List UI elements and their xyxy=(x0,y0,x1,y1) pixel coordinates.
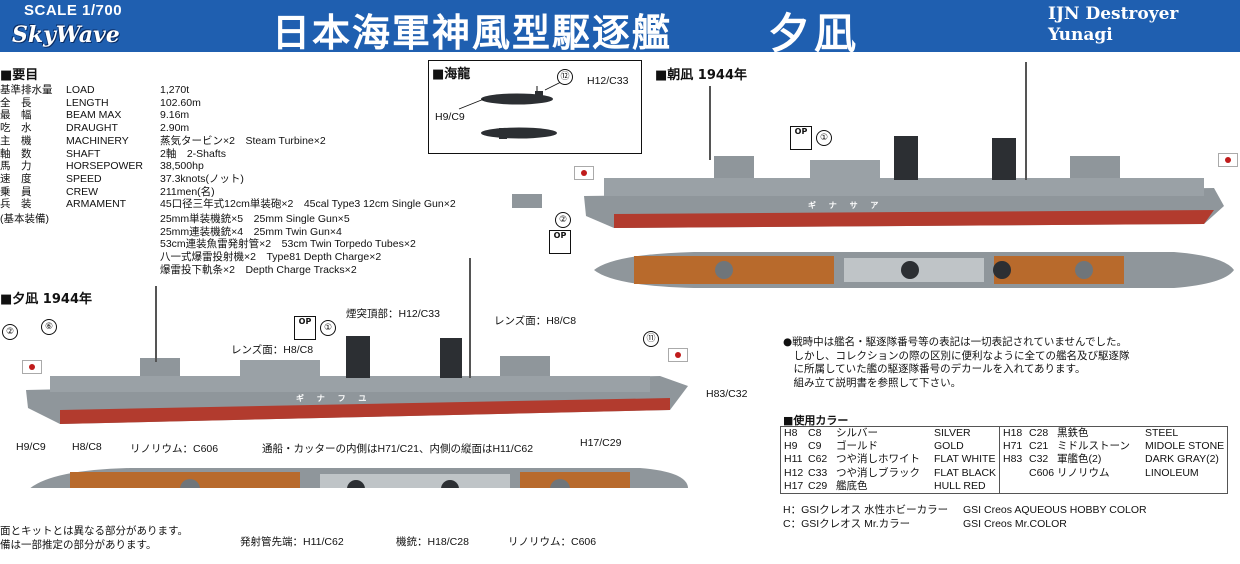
footer-line: 面とキットとは異なる部分があります。 xyxy=(0,525,188,537)
label-lens-left: レンズ面：H8/C8 xyxy=(231,344,314,356)
asanagi-part xyxy=(512,194,542,208)
note-line: ●戦時中は艦名・駆逐隊番号等の表記は一切表記されていませんでした。 xyxy=(783,336,1128,348)
label-h9: H9/C9 xyxy=(16,441,46,453)
brand-logo: SkyWave xyxy=(12,22,120,48)
asanagi-marker-2: ② xyxy=(555,212,571,228)
armament-line: 53cm連装魚雷発射管×2 53cm Twin Torpedo Tubes×2 xyxy=(160,238,416,251)
note-line: に所属していた艦の駆逐隊番号のデカールを入れてあります。 xyxy=(783,363,1086,375)
asanagi-funnel-1 xyxy=(894,136,918,180)
label-boat: 通船・カッターの内側はH71/C21、内側の縦面はH11/C62 xyxy=(262,443,534,455)
marker-12: ⑫ xyxy=(557,69,573,85)
title-en-line2: Yunagi xyxy=(1048,25,1113,45)
note-line: しかし、コレクションの際の区別に便利なように全ての艦名及び駆逐隊 xyxy=(783,349,1130,362)
kairyu-wing xyxy=(499,128,507,139)
asanagi-op-marker: OP xyxy=(790,126,812,150)
yunagi-funnel-2 xyxy=(440,338,462,378)
asanagi-funnel-2 xyxy=(992,138,1016,180)
label-linoleum-1: リノリウム：C606 xyxy=(130,443,219,455)
ship-name-jp: 夕凪 xyxy=(768,9,861,58)
specs-heading: ■要目 xyxy=(0,68,39,83)
kairyu-label-top: H12/C33 xyxy=(587,75,629,87)
yunagi-marker-11: ⑪ xyxy=(643,331,659,347)
asanagi-hull-red xyxy=(614,210,1214,228)
kairyu-heading: ■海龍 xyxy=(432,67,471,82)
yunagi-deck-linoleum xyxy=(70,472,300,488)
note-line: 組み立て説明書を参照して下さい。 xyxy=(783,376,962,389)
footer-notes: 面とキットとは異なる部分があります。 備は一部推定の部分があります。 xyxy=(0,524,188,552)
yunagi-funnel-1 xyxy=(346,336,370,378)
notes-block: ●戦時中は艦名・駆逐隊番号等の表記は一切表記されていませんでした。 しかし、コレ… xyxy=(783,336,1233,390)
asanagi-op-marker-2: OP xyxy=(549,230,571,254)
footer-line: 備は一部推定の部分があります。 xyxy=(0,539,157,551)
armament-line: 八一式爆雷投射機×2 Type81 Depth Charge×2 xyxy=(160,251,382,264)
label-linoleum-2: リノリウム：C606 xyxy=(508,536,597,548)
armament-note: (基本装備) xyxy=(0,213,49,225)
yunagi-heading: ■夕凪 1944年 xyxy=(0,292,92,307)
kairyu-tower xyxy=(535,91,543,97)
title-en-line1: IJN Destroyer xyxy=(1048,4,1179,24)
title-jp: 日本海軍神風型駆逐艦 xyxy=(272,10,673,55)
label-funnel-top: 煙突頂部：H12/C33 xyxy=(346,308,440,320)
scale-label: SCALE 1/700 xyxy=(24,2,123,19)
flag-asanagi-stern xyxy=(574,166,594,180)
kairyu-label-left: H9/C9 xyxy=(435,111,465,123)
asanagi-deck-linoleum xyxy=(634,256,834,284)
asanagi-heading: ■朝凪 1944年 xyxy=(655,68,747,83)
label-h8: H8/C8 xyxy=(72,441,102,453)
yunagi-marker-6: ⑥ xyxy=(41,319,57,335)
yunagi-marker-1: ① xyxy=(320,320,336,336)
label-mg: 機銃：H18/C28 xyxy=(396,536,469,548)
yunagi-marker-2: ② xyxy=(2,324,18,340)
armament-line: 25mm単装機銃×5 25mm Single Gun×5 xyxy=(160,213,350,225)
yunagi-hull-red xyxy=(60,398,670,424)
yunagi-op-marker: OP xyxy=(294,316,316,340)
kairyu-side-view-shape xyxy=(481,127,557,139)
asanagi-drawing xyxy=(584,62,1234,288)
header-banner xyxy=(0,0,1240,52)
flag-yunagi-bow xyxy=(668,348,688,362)
asanagi-marker-1: ① xyxy=(816,130,832,146)
flag-asanagi-bow xyxy=(1218,153,1238,167)
armament-line: 25mm連装機銃×4 25mm Twin Gun×4 xyxy=(160,225,342,238)
flag-yunagi-stern xyxy=(22,360,42,374)
yunagi-hull-name: ギ ナ フ ユ xyxy=(296,394,372,403)
armament-line: 爆雷投下軌条×2 Depth Charge Tracks×2 xyxy=(160,263,357,276)
yunagi-drawing xyxy=(26,258,688,488)
kairyu-drawing xyxy=(458,80,564,139)
label-h17: H17/C29 xyxy=(580,437,622,449)
label-torpedo: 発射管先端：H11/C62 xyxy=(240,536,344,548)
label-h83: H83/C32 xyxy=(706,388,748,400)
label-lens-right: レンズ面：H8/C8 xyxy=(494,315,577,327)
kairyu-panel: ■海龍 ⑫ H12/C33 H9/C9 xyxy=(428,60,642,154)
colors-heading: ■使用カラー xyxy=(783,414,849,427)
asanagi-hull-name: ギ ナ サ ア xyxy=(808,201,884,210)
title-en: IJN Destroyer Yunagi xyxy=(1048,4,1178,46)
